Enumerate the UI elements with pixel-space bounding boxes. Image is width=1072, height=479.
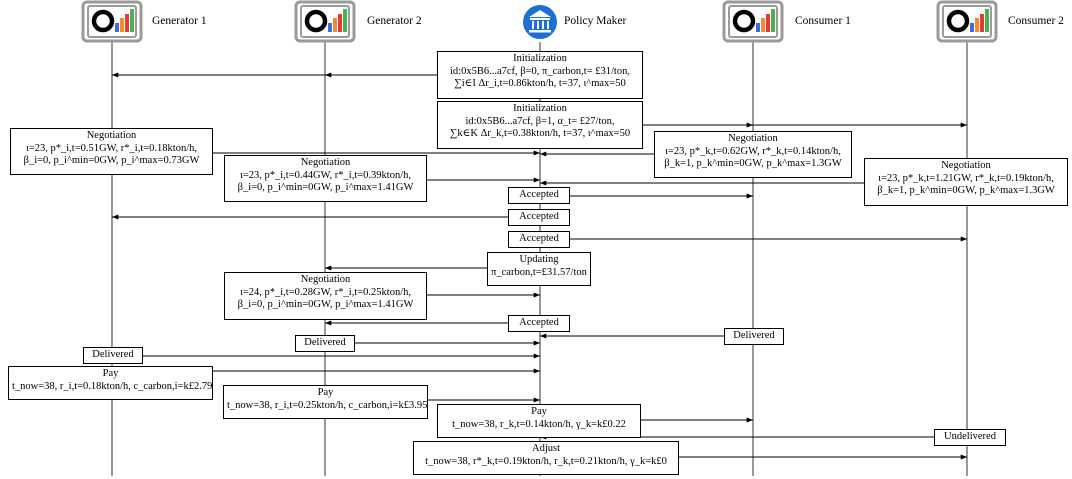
- message-box-pay-generator-2: Pay t_now=38, r_i,t=0.25kton/h, c_carbon…: [223, 385, 428, 419]
- message-box-accepted-generator-2: Accepted: [508, 315, 570, 332]
- message-box-undelivered-consumer-2: Undelivered: [934, 429, 1006, 446]
- message-box-initialization-consumers: Initialization id:0x5B6...a7cf, β=1, α_t…: [437, 101, 643, 149]
- message-box-negotiation-generator-1: Negotiation ι=23, p*_i,t=0.51GW, r*_i,t=…: [10, 128, 213, 175]
- actor-label-policy-maker: Policy Maker: [564, 15, 627, 27]
- dashboard-icon: [294, 0, 356, 43]
- message-box-accepted-generator-1: Accepted: [508, 209, 570, 226]
- message-box-delivered-consumer-1: Delivered: [724, 328, 784, 345]
- actor-label-generator-1: Generator 1: [152, 15, 207, 27]
- dashboard-icon: [936, 0, 998, 43]
- message-box-negotiation-consumer-2: Negotiation ι=23, p*_k,t=1.21GW, r*_k,t=…: [864, 158, 1068, 206]
- message-box-accepted-consumer-2: Accepted: [508, 231, 570, 248]
- actor-label-consumer-1: Consumer 1: [795, 15, 851, 27]
- message-box-negotiation-generator-2-round-2: Negotiation ι=24, p*_i,t=0.28GW, r*_i,t=…: [224, 272, 427, 320]
- message-box-pay-consumer-1: Pay t_now=38, r_k,t=0.14kton/h, γ_k=k£0.…: [437, 404, 641, 438]
- message-box-updating: Updating π_carbon,t=£31.57/ton: [487, 252, 591, 286]
- actor-label-generator-2: Generator 2: [367, 15, 422, 27]
- message-box-adjust-consumer-2: Adjust t_now=38, r*_k,t=0.19kton/h, r_k,…: [413, 441, 679, 475]
- dashboard-icon: [81, 0, 143, 43]
- message-box-initialization-generators: Initialization id:0x5B6...a7cf, β=0, π_c…: [437, 51, 643, 99]
- message-box-delivered-generator-2: Delivered: [295, 335, 355, 352]
- bank-icon: [523, 5, 557, 39]
- message-box-negotiation-generator-2: Negotiation ι=23, p*_i,t=0.44GW, r*_i,t=…: [224, 155, 427, 202]
- message-box-pay-generator-1: Pay t_now=38, r_i,t=0.18kton/h, c_carbon…: [8, 366, 213, 400]
- message-box-delivered-generator-1: Delivered: [83, 347, 143, 364]
- message-box-accepted-consumer-1: Accepted: [508, 187, 570, 204]
- dashboard-icon: [722, 0, 784, 43]
- actor-label-consumer-2: Consumer 2: [1008, 15, 1064, 27]
- message-box-negotiation-consumer-1: Negotiation ι=23, p*_k,t=0.62GW, r*_k,t=…: [654, 131, 852, 178]
